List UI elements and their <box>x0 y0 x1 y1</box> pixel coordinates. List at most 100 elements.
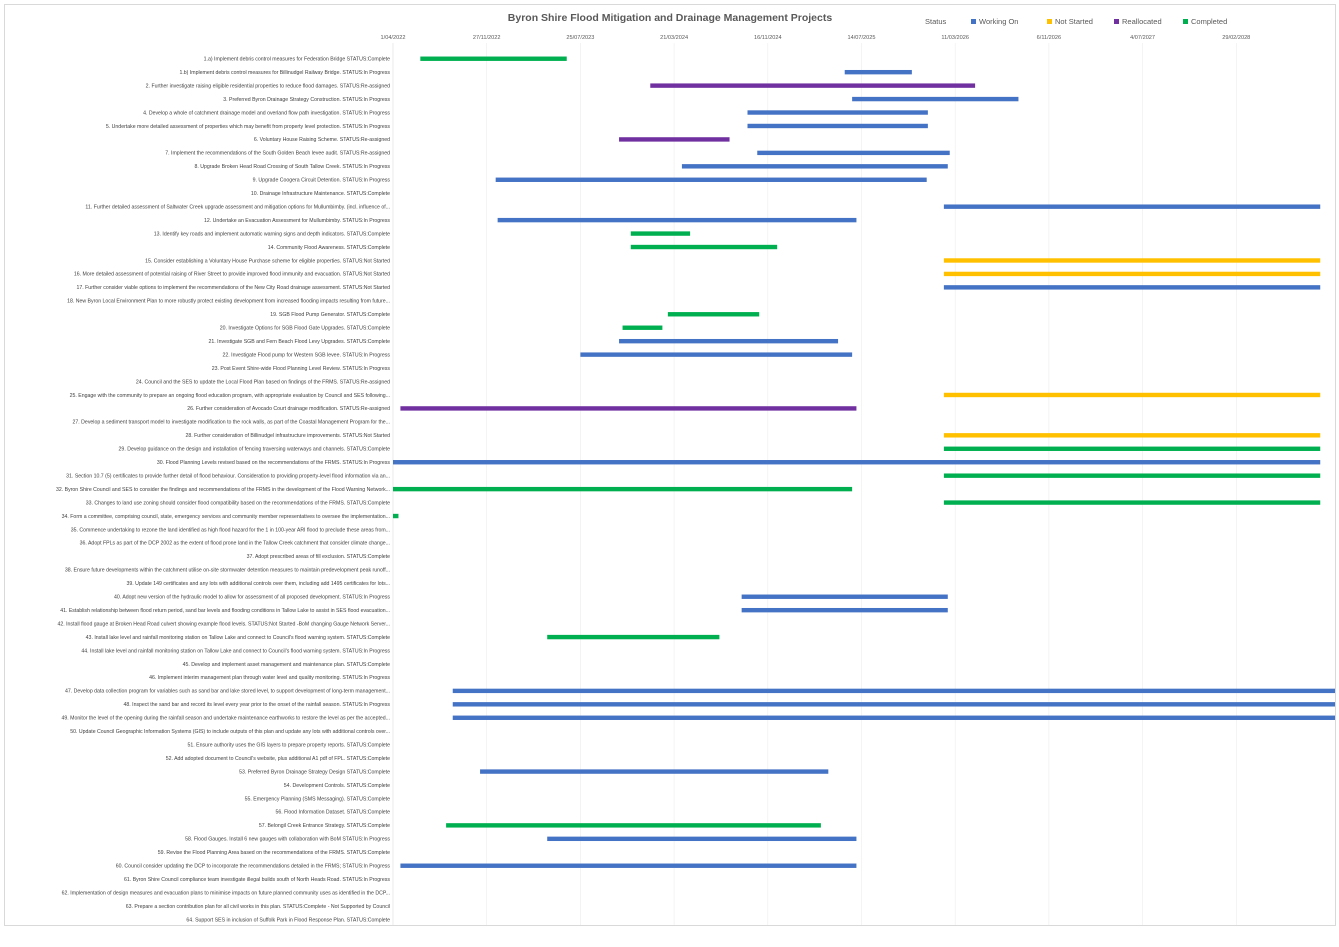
task-label: 38. Ensure future developments within th… <box>65 568 390 574</box>
task-bar <box>741 594 948 599</box>
x-tick-label: 1/04/2022 <box>381 35 406 41</box>
task-bar <box>943 433 1321 438</box>
task-label: 55. Emergency Planning (SMS Messaging). … <box>245 796 391 802</box>
task-label: 33. Changes to land use zoning should co… <box>86 500 390 506</box>
legend-label: Reallocated <box>1122 17 1162 26</box>
task-bar <box>619 338 839 344</box>
task-label: 23. Post Event Shire-wide Flood Planning… <box>212 366 391 372</box>
x-tick-label: 29/02/2028 <box>1222 35 1250 41</box>
task-label: 51. Ensure authority uses the GIS layers… <box>188 742 391 748</box>
task-bar <box>420 56 567 61</box>
task-bar <box>446 823 821 828</box>
task-bar <box>495 177 927 182</box>
task-bar <box>393 460 1321 465</box>
task-label: 42. Install flood gauge at Broken Head R… <box>57 621 390 627</box>
legend-label: Not Started <box>1055 17 1093 26</box>
task-label: 45. Develop and implement asset manageme… <box>183 662 391 668</box>
legend-title: Status <box>925 17 947 26</box>
task-label: 37. Adopt prescribed areas of fill exclu… <box>247 554 391 560</box>
legend-swatch-not-started <box>1047 19 1052 24</box>
task-label: 32. Byron Shire Council and SES to consi… <box>56 487 390 493</box>
task-label: 54. Development Controls. STATUS:Complet… <box>284 783 390 789</box>
task-bar <box>630 231 691 236</box>
task-label: 62. Implementation of design measures an… <box>62 890 390 896</box>
task-bar <box>452 688 1335 694</box>
task-bar <box>480 769 829 774</box>
task-label: 30. Flood Planning Levels revised based … <box>157 460 390 466</box>
task-label: 50. Update Council Geographic Informatio… <box>70 729 390 735</box>
task-bar <box>943 204 1321 209</box>
task-label: 8. Upgrade Broken Head Road Crossing of … <box>195 164 391 170</box>
task-label: 22. Investigate Flood pump for Western S… <box>222 352 390 358</box>
x-tick-label: 11/03/2026 <box>941 35 969 41</box>
task-bar <box>943 271 1321 277</box>
task-label: 46. Implement interim management plan th… <box>149 675 390 681</box>
task-label: 5. Undertake more detailed assessment of… <box>106 124 390 130</box>
task-label: 64. Support SES in inclusion of Suffolk … <box>186 917 390 923</box>
task-bar <box>619 137 730 142</box>
task-bar <box>943 285 1321 290</box>
task-bar <box>747 110 928 115</box>
task-label: 9. Upgrade Coogera Circuit Detention. ST… <box>253 178 391 184</box>
task-label: 31. Section 10.7 (5) certificates to pro… <box>66 473 390 479</box>
task-label: 52. Add adopted document to Council's we… <box>166 756 390 762</box>
task-bar <box>681 164 948 169</box>
task-bar <box>747 123 928 129</box>
task-label: 11. Further detailed assessment of Saltw… <box>85 204 390 210</box>
task-bar <box>452 715 1335 720</box>
task-label: 56. Flood Information Dataset. STATUS:Co… <box>275 810 390 816</box>
task-label: 53. Preferred Byron Drainage Strategy De… <box>239 769 390 775</box>
task-label: 47. Develop data collection program for … <box>65 689 390 695</box>
task-label: 58. Flood Gauges. Install 6 new gauges w… <box>185 837 390 843</box>
task-label: 34. Form a committee, comprising council… <box>62 514 390 520</box>
task-label: 39. Update 149 certificates and any lots… <box>126 581 390 587</box>
task-label: 35. Commence undertaking to rezone the l… <box>71 527 390 533</box>
task-bar <box>400 406 857 411</box>
task-label: 21. Investigate SGB and Fern Beach Flood… <box>209 339 391 345</box>
task-label: 3. Preferred Byron Drainage Strategy Con… <box>223 97 390 103</box>
task-label: 20. Investigate Options for SGB Flood Ga… <box>220 326 390 332</box>
task-bar <box>393 513 399 519</box>
task-label: 10. Drainage Infrastructure Maintenance.… <box>251 191 390 197</box>
task-label: 28. Further consideration of Billinudgel… <box>185 433 390 439</box>
task-label: 16. More detailed assessment of potentia… <box>74 272 390 278</box>
task-label: 49. Monitor the level of the opening dur… <box>62 716 390 722</box>
gantt-chart: Byron Shire Flood Mitigation and Drainag… <box>56 12 1335 925</box>
task-bar <box>630 244 778 250</box>
task-label: 40. Adopt new version of the hydraulic m… <box>114 595 390 601</box>
task-bar <box>622 325 663 330</box>
task-label: 18. New Byron Local Environment Plan to … <box>67 299 390 305</box>
legend-swatch-working-on <box>971 19 976 24</box>
chart-title: Byron Shire Flood Mitigation and Drainag… <box>508 12 833 24</box>
task-bar <box>400 863 857 868</box>
task-label: 24. Council and the SES to update the Lo… <box>136 379 390 385</box>
task-bar <box>667 312 760 317</box>
legend-swatch-completed <box>1183 19 1188 24</box>
x-tick-label: 21/03/2024 <box>660 35 688 41</box>
task-label: 61. Byron Shire Council compliance team … <box>124 877 390 883</box>
task-label: 36. Adopt FPLs as part of the DCP 2002 a… <box>80 541 390 547</box>
task-bar <box>943 473 1321 478</box>
task-bar <box>393 486 853 492</box>
task-bar <box>497 217 857 223</box>
task-label: 17. Further consider viable options to i… <box>76 285 390 291</box>
task-label: 2. Further investigate raising eligible … <box>146 83 390 89</box>
task-label: 43. Install lake level and rainfall moni… <box>86 635 390 641</box>
x-tick-label: 25/07/2023 <box>566 35 594 41</box>
task-bar <box>547 634 720 640</box>
chart-frame: Byron Shire Flood Mitigation and Drainag… <box>4 4 1336 926</box>
task-label: 25. Engage with the community to prepare… <box>70 393 390 399</box>
task-bar <box>452 702 1335 707</box>
task-label: 27. Develop a sediment transport model t… <box>73 420 390 426</box>
task-label: 14. Community Flood Awareness. STATUS:Co… <box>268 245 390 251</box>
task-bar <box>852 96 1019 102</box>
legend-label: Working On <box>979 17 1018 26</box>
task-label: 63. Prepare a section contribution plan … <box>126 904 390 910</box>
x-tick-label: 6/11/2026 <box>1037 35 1061 41</box>
task-label: 15. Consider establishing a Voluntary Ho… <box>145 258 390 264</box>
task-label: 7. Implement the recommendations of the … <box>165 151 390 157</box>
x-tick-label: 27/11/2022 <box>473 35 501 41</box>
task-bar <box>943 500 1321 505</box>
task-bar <box>943 258 1321 263</box>
task-label: 26. Further consideration of Avocado Cou… <box>187 406 390 412</box>
